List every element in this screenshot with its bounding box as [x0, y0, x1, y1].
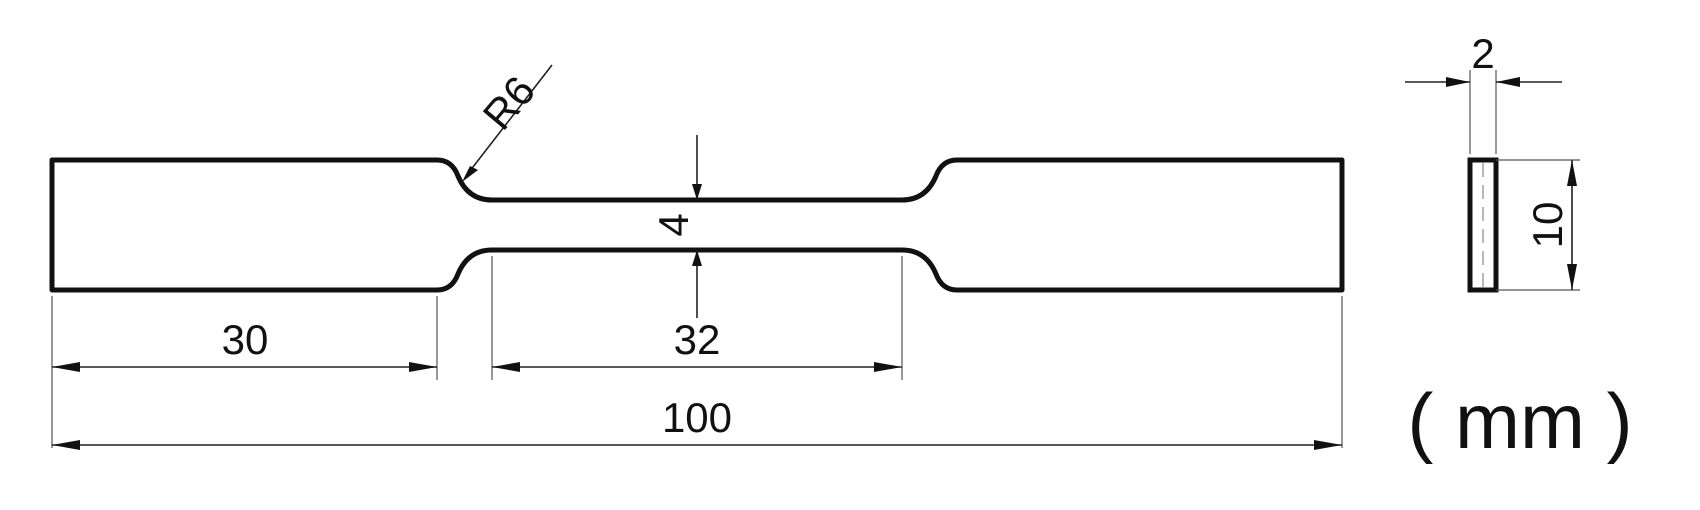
gauge-length-dimension: 32 [492, 316, 902, 372]
radius-label: R6 [474, 67, 545, 138]
total-length-dimension: 100 [52, 394, 1342, 450]
thickness-label: 2 [1471, 30, 1494, 77]
side-view [1467, 70, 1580, 293]
gauge-width-label: 4 [650, 213, 697, 236]
specimen-outline [49, 157, 1345, 293]
radius-callout: R6 [462, 64, 553, 182]
width-label: 10 [1524, 202, 1571, 249]
thickness-dimension: 2 [1405, 30, 1562, 87]
width-dimension: 10 [1524, 160, 1577, 290]
total-length-label: 100 [662, 394, 732, 441]
gauge-length-label: 32 [674, 316, 721, 363]
units-label: ( mm ) [1407, 377, 1632, 465]
gauge-width-dimension: 4 [650, 135, 702, 318]
grip-length-label: 30 [222, 316, 269, 363]
side-view-outline [1467, 157, 1499, 293]
grip-length-dimension: 30 [52, 316, 437, 372]
extension-lines [51, 256, 1343, 448]
